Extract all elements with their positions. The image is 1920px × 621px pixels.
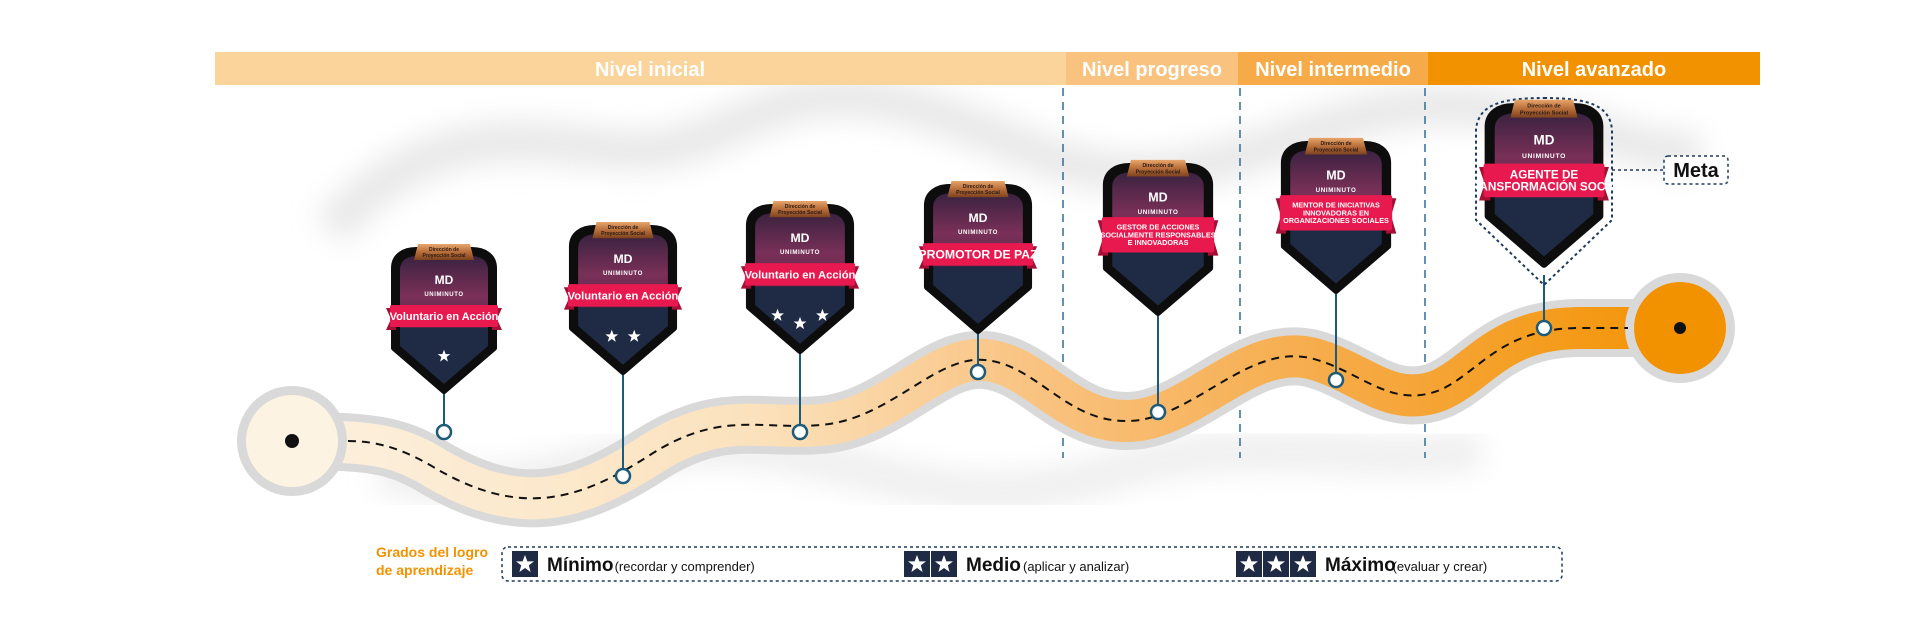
level-bar-intermedio — [1238, 52, 1428, 85]
svg-text:Dirección de: Dirección de — [1320, 141, 1351, 147]
svg-text:Dirección de: Dirección de — [608, 225, 639, 231]
svg-text:UNIMINUTO: UNIMINUTO — [780, 249, 820, 256]
svg-text:UNIMINUTO: UNIMINUTO — [958, 229, 998, 236]
level-header: Nivel inicial Nivel progreso Nivel inter… — [215, 52, 1760, 85]
legend-grade-name: Medio — [966, 555, 1021, 576]
svg-text:UNIMINUTO: UNIMINUTO — [1138, 209, 1179, 216]
svg-text:MD: MD — [435, 273, 454, 287]
svg-text:Proyección Social: Proyección Social — [1314, 147, 1359, 153]
badge-6-ribbon-text: MENTOR DE INICIATIVAS — [1292, 201, 1380, 210]
meta-label-box — [1663, 155, 1729, 185]
legend: Grados del logro de aprendizaje Mínimo(r… — [376, 544, 1563, 582]
svg-text:MD: MD — [1534, 133, 1555, 148]
badge-3-ribbon-text: Voluntario en Acción — [745, 269, 856, 281]
svg-text:Proyección Social: Proyección Social — [601, 231, 645, 237]
svg-text:Dirección de: Dirección de — [429, 247, 459, 253]
svg-text:MD: MD — [1326, 169, 1345, 183]
svg-text:Proyección Social: Proyección Social — [1520, 110, 1569, 116]
legend-grade-desc: (recordar y comprender) — [615, 559, 755, 574]
meta-label: Meta — [1673, 160, 1719, 182]
svg-text:Dirección de: Dirección de — [1142, 163, 1173, 169]
level-bar-avanzado — [1428, 52, 1760, 85]
badge-6-ribbon-text: ORGANIZACIONES SOCIALES — [1283, 216, 1389, 225]
badge-1-ribbon-text: Voluntario en Acción — [390, 311, 499, 323]
legend-title-line1: Grados del logro — [376, 544, 488, 560]
svg-text:MD: MD — [1148, 191, 1167, 205]
svg-text:Dirección de: Dirección de — [1527, 104, 1561, 110]
svg-text:Proyección Social: Proyección Social — [422, 253, 466, 259]
legend-grade-desc: (evaluar y crear) — [1393, 559, 1488, 574]
svg-text:MD: MD — [968, 211, 987, 225]
legend-item-2: Medio(aplicar y analizar) — [904, 551, 1129, 577]
legend-grade-name: Mínimo — [547, 555, 614, 576]
legend-grade-desc: (aplicar y analizar) — [1023, 559, 1129, 574]
badge-7-ribbon-text: AGENTE DE — [1510, 168, 1579, 181]
learning-path — [237, 273, 1735, 528]
legend-item-3: Máximo(evaluar y crear) — [1236, 551, 1487, 577]
milestone-dots — [435, 319, 1553, 485]
svg-text:Proyección Social: Proyección Social — [1136, 169, 1181, 175]
badge-5-ribbon-text: E INNOVADORAS — [1128, 238, 1189, 247]
meta-highlight: Meta — [1475, 96, 1729, 287]
legend-item-1: Mínimo(recordar y comprender) — [512, 551, 755, 577]
legend-items: Mínimo(recordar y comprender) Medio(aplic… — [512, 551, 1487, 577]
legend-grade-name: Máximo — [1325, 555, 1396, 576]
svg-text:Proyección Social: Proyección Social — [778, 210, 822, 216]
badge-5-ribbon-text: SOCIALMENTE RESPONSABLES — [1100, 230, 1215, 239]
badge-4-ribbon-text: PROMOTOR DE PAZ — [918, 248, 1038, 262]
badge-5-ribbon-text: GESTOR DE ACCIONES — [1117, 223, 1200, 232]
level-label-inicial: Nivel inicial — [595, 59, 705, 81]
svg-text:MD: MD — [790, 231, 809, 245]
svg-text:UNIMINUTO: UNIMINUTO — [1316, 187, 1357, 194]
svg-text:UNIMINUTO: UNIMINUTO — [424, 292, 463, 298]
legend-title-line2: de aprendizaje — [376, 562, 473, 578]
svg-text:MD: MD — [613, 252, 632, 266]
svg-text:Proyección Social: Proyección Social — [956, 190, 1000, 196]
level-label-intermedio: Nivel intermedio — [1255, 59, 1411, 81]
level-bar-inicial — [215, 52, 1066, 85]
svg-text:UNIMINUTO: UNIMINUTO — [603, 270, 643, 277]
level-label-avanzado: Nivel avanzado — [1522, 59, 1667, 81]
badge-7-ribbon-text: TRANSFORMACIÓN SOCIAL — [1464, 181, 1625, 194]
svg-text:UNIMINUTO: UNIMINUTO — [1522, 153, 1566, 160]
badge-2-ribbon-text: Voluntario en Acción — [568, 290, 679, 302]
level-label-progreso: Nivel progreso — [1082, 59, 1222, 81]
svg-text:Dirección de: Dirección de — [785, 204, 816, 210]
badge-6-ribbon-text: INNOVADORAS EN — [1303, 208, 1369, 217]
level-bar-progreso — [1066, 52, 1238, 85]
svg-text:Dirección de: Dirección de — [963, 184, 994, 190]
